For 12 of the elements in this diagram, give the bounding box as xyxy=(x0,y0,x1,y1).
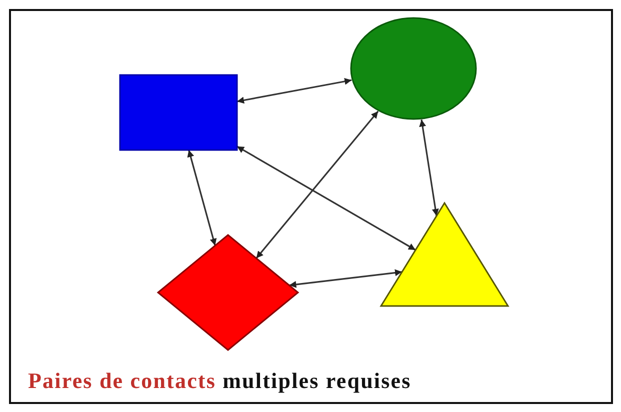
box-shape xyxy=(120,75,237,150)
double-arrow xyxy=(289,269,402,288)
caption-text: Paires de contacts xyxy=(28,368,216,394)
triangle-shape xyxy=(381,203,508,306)
caption-text: multiples requises xyxy=(222,368,412,394)
double-arrow xyxy=(236,146,416,251)
double-arrow xyxy=(256,110,379,259)
circle-shape xyxy=(350,17,477,120)
double-arrow xyxy=(187,150,217,246)
double-arrow xyxy=(236,78,352,104)
double-arrow xyxy=(419,119,439,216)
diamond-shape xyxy=(158,235,298,350)
